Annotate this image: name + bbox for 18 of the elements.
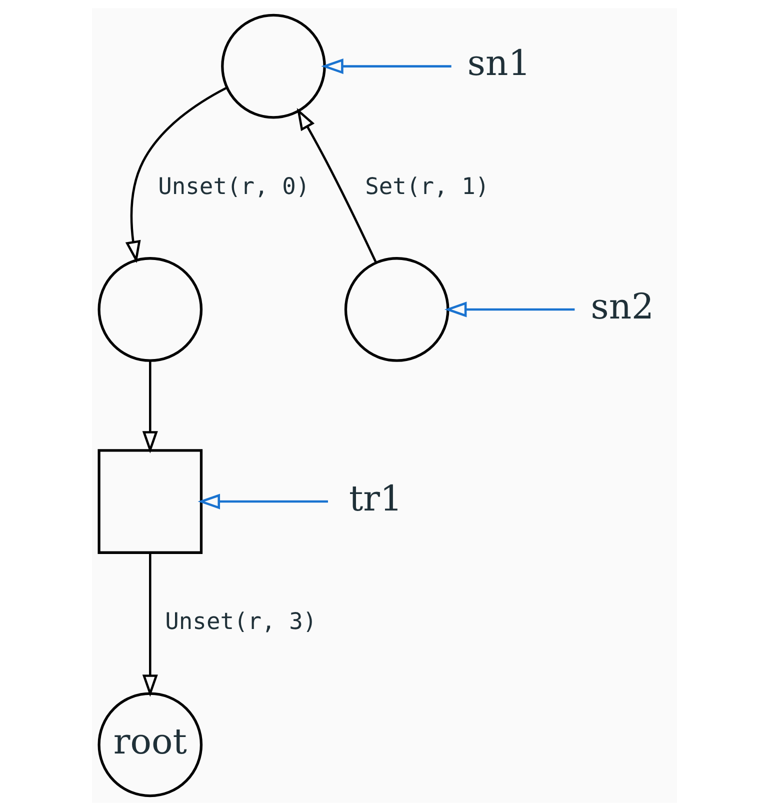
arrow [142, 360, 158, 454]
arrow [125, 86, 227, 264]
node-circle [344, 257, 450, 362]
node-circle [221, 14, 326, 119]
arrow [198, 494, 328, 510]
node-box [98, 449, 203, 554]
node-circle: root [98, 692, 203, 798]
edge-label: Unset(r, 0) [158, 174, 310, 200]
arrow [321, 58, 452, 74]
node-circle [98, 257, 203, 362]
node-text: sn2 [590, 286, 654, 328]
node-text: sn1 [467, 43, 531, 84]
arrow [296, 108, 378, 264]
node-text: tr1 [348, 478, 402, 520]
arrow [444, 302, 575, 318]
edge-label: Set(r, 1) [365, 174, 490, 200]
arrow [142, 552, 158, 697]
edge-label: Unset(r, 3) [165, 609, 317, 636]
